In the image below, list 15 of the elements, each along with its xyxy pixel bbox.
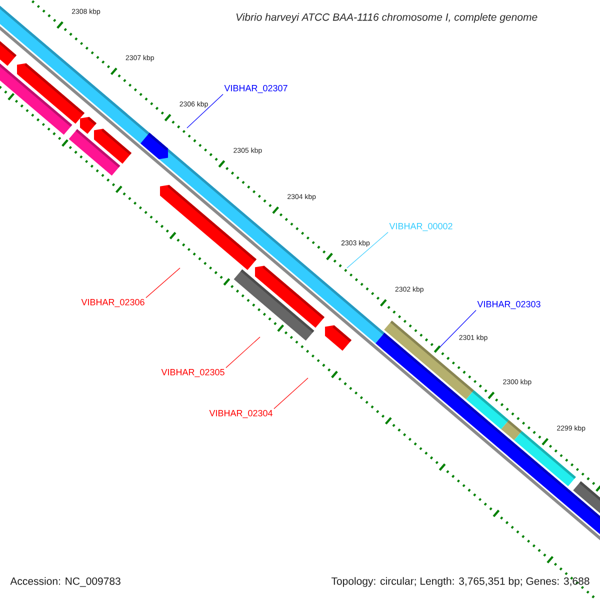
leader-line <box>440 310 476 348</box>
leader-line <box>146 268 180 298</box>
gene-label: VIBHAR_02305 <box>161 368 224 378</box>
gene-label: VIBHAR_02303 <box>477 300 540 310</box>
title: Vibrio harveyi ATCC BAA-1116 chromosome I, complete genome <box>236 13 538 23</box>
accession-text: Accession: NC_009783 <box>10 577 120 587</box>
gene-label: VIBHAR_02304 <box>209 410 272 418</box>
gene-label: VIBHAR_02306 <box>81 298 144 308</box>
leader-line <box>274 378 308 410</box>
leader-line <box>226 336 260 368</box>
gene-label: VIBHAR_02307 <box>224 84 288 94</box>
gene-label: VIBHAR_00002 <box>389 222 452 232</box>
genome-info-text: Topology: circular; Length: 3,765,351 bp; Genes: 3,688 <box>331 577 590 587</box>
leader-line <box>346 232 388 268</box>
leader-line <box>186 94 224 128</box>
